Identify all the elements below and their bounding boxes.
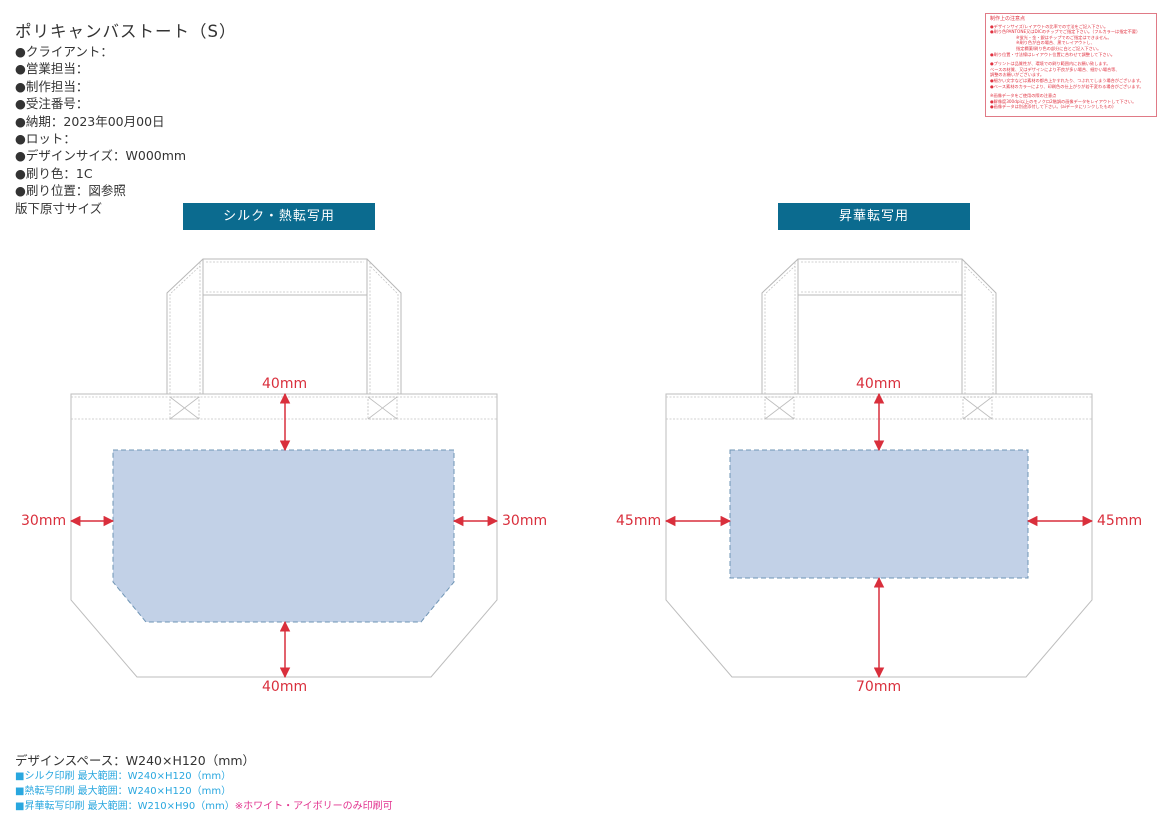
product-title: ポリキャンバストート（S） xyxy=(15,22,237,41)
notice-line: ※画像データをご使用の際の注意点 xyxy=(990,93,1057,99)
dim-label-bottom-right-bag: 70mm xyxy=(856,679,902,695)
notice-line: ※蛍光・金・銀はチップでのご指定はできません。 xyxy=(1016,34,1112,40)
footer-specs: デザインスペース：W240×H120（mm） ■シルク印刷 最大範囲：W240×… xyxy=(15,752,393,814)
tote-bag-right xyxy=(664,258,1094,679)
banner-sublimation: 昇華転写用 xyxy=(778,203,970,230)
info-sales-rep: ●営業担当： xyxy=(15,61,89,77)
spec-text: ■シルク印刷 最大範囲：W240×H120（mm） xyxy=(15,771,232,782)
bag-body-outline xyxy=(665,393,1093,678)
notice-line: ●プリントは品質性が、環境での刷り範囲内にお願い致します。 xyxy=(990,61,1111,67)
dim-label-top-right-bag: 40mm xyxy=(856,376,902,392)
handle-stitch-box xyxy=(764,396,993,420)
notice-line: ●解像度300dpi以上のモノクロ2階調の画像データをレイアウトして下さい。 xyxy=(990,98,1137,104)
info-scale-note: 版下原寸サイズ xyxy=(15,200,103,216)
dim-label-left-left-bag: 30mm xyxy=(21,513,67,529)
info-order-number: ●受注番号： xyxy=(15,96,89,112)
info-design-size: ●デザインサイズ：W000mm xyxy=(15,148,187,164)
notice-line: ●細かい文字などは素材の都合上かすれたり、つぶれてしまう場合がございます。 xyxy=(990,77,1144,83)
info-print-color: ●刷り色：1C xyxy=(15,165,93,181)
dim-label-right-right-bag: 45mm xyxy=(1097,513,1143,529)
spec-sublimation: ■昇華転写印刷 最大範囲：W210×H90（mm）※ホワイト・アイボリーのみ印刷… xyxy=(15,799,393,814)
design-space-text: デザインスペース：W240×H120（mm） xyxy=(15,753,256,768)
notice-line: ●画像データは別途添付して下さい。(aiデータにリンクしたもの) xyxy=(990,104,1114,110)
tote-bag-left xyxy=(69,258,499,679)
spec-heat-transfer: ■熱転写印刷 最大範囲：W240×H120（mm） xyxy=(15,784,393,799)
notice-line: ●刷り色PANTONE又はDICのチップでご指定下さい。（フルカラーは指定不要） xyxy=(990,29,1141,35)
job-info: ポリキャンバストート（S） ●クライアント： ●営業担当： ●制作担当： ●受注… xyxy=(15,22,236,217)
banner-silk-heat-transfer: シルク・熱転写用 xyxy=(183,203,375,230)
spec-silk-print: ■シルク印刷 最大範囲：W240×H120（mm） xyxy=(15,769,393,784)
info-production-rep: ●制作担当： xyxy=(15,78,89,94)
info-client: ●クライアント： xyxy=(15,44,113,59)
print-area-sublimation xyxy=(729,449,1029,579)
notice-title: 制作上の注意点 xyxy=(990,16,1026,22)
production-notice-box: 制作上の注意点 ●デザインサイズ/レイアウトの比率での寸法をご記入下さい。 ●刷… xyxy=(985,13,1157,117)
dim-label-top-left-bag: 40mm xyxy=(262,376,308,392)
print-area-silk xyxy=(112,449,455,623)
notice-line: 指定欄薬/刷り色の部分に白とご記入下さい。 xyxy=(1016,45,1102,51)
dim-label-left-right-bag: 45mm xyxy=(616,513,662,529)
notice-line: ※刷り色が白の場合、黒でレイアウトし、 xyxy=(1016,40,1095,46)
info-lot: ●ロット： xyxy=(15,131,76,147)
spec-text: ■熱転写印刷 最大範囲：W240×H120（mm） xyxy=(15,786,232,797)
spec-note: ※ホワイト・アイボリーのみ印刷可 xyxy=(234,801,393,812)
handle-stitch-box xyxy=(169,396,398,420)
bag-handle xyxy=(166,258,402,394)
info-delivery-date: ●納期：2023年00月00日 xyxy=(15,113,165,129)
spec-text: ■昇華転写印刷 最大範囲：W210×H90（mm） xyxy=(15,801,235,812)
notice-line: 調整のお願いがございます。 xyxy=(990,72,1045,78)
dim-label-right-left-bag: 30mm xyxy=(502,513,548,529)
notice-line: ●刷り位置・寸法線はレイアウト位置に合わせて調整して下さい。 xyxy=(990,51,1115,57)
bag-body-outline xyxy=(70,393,498,678)
notice-line: ●ベース素材のカラーにより、印刷色の仕上がりが若干変わる場合がございます。 xyxy=(990,83,1144,89)
bag-handle xyxy=(761,258,997,394)
dim-label-bottom-left-bag: 40mm xyxy=(262,679,308,695)
info-print-position: ●刷り位置：図参照 xyxy=(15,183,126,199)
notice-line: ベースの材質、又はデザインにより不良が多い場合、細かい場合等、 xyxy=(990,66,1120,72)
notice-line: ●デザインサイズ/レイアウトの比率での寸法をご記入下さい。 xyxy=(990,23,1109,29)
